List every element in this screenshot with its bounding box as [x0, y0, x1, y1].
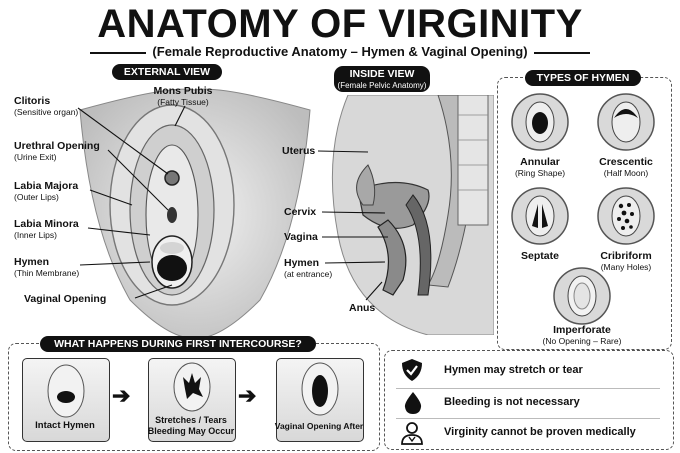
label-vagina: Vagina: [284, 231, 318, 243]
inside-illustration: [318, 95, 494, 335]
external-view-heading: EXTERNAL VIEW: [112, 64, 222, 80]
hymen-crescentic-label: Crescentic(Half Moon): [599, 156, 653, 178]
external-leader-lines: [77, 105, 186, 299]
subtitle-row: (Female Reproductive Anatomy – Hymen & V…: [90, 44, 590, 60]
label-labia-minora: Labia Minora(Inner Lips): [14, 218, 79, 240]
fact-virginity-proof: Virginity cannot be proven medically: [444, 426, 636, 438]
label-anus: Anus: [349, 302, 376, 314]
fact-divider: [396, 388, 660, 389]
hymen-annular-label: Annular(Ring Shape): [514, 156, 566, 178]
page-title: ANATOMY OF VIRGINITY: [97, 2, 583, 46]
inside-leader-lines: [317, 150, 388, 301]
hymen-cribriform-image: [596, 186, 656, 246]
vaginal-opening-after-caption: Vaginal Opening After: [274, 421, 364, 431]
facts-panel: [384, 350, 674, 450]
stretches-tears-card: [148, 358, 236, 442]
arrow-right-icon: ➔: [238, 383, 257, 408]
hymen-septate-label: Septate: [521, 250, 559, 262]
shield-check-icon: [400, 358, 424, 382]
doctor-icon: [400, 421, 424, 445]
inside-view-heading: INSIDE VIEW (Female Pelvic Anatomy): [334, 66, 430, 92]
fact-bleeding: Bleeding is not necessary: [444, 396, 580, 408]
fact-divider: [396, 418, 660, 419]
hymen-crescentic-image: [596, 92, 656, 152]
external-illustration: [60, 70, 330, 340]
drop-icon: [402, 391, 424, 415]
hymen-septate-image: [510, 186, 570, 246]
hymen-annular-image: [510, 92, 570, 152]
intact-hymen-caption: Intact Hymen: [35, 420, 95, 431]
hymen-imperforate-label: Imperforate(No Opening – Rare): [542, 324, 622, 346]
page-subtitle: (Female Reproductive Anatomy – Hymen & V…: [146, 44, 534, 59]
hymen-imperforate-image: [552, 266, 612, 326]
label-clitoris: Clitoris(Sensitive organ): [14, 95, 79, 117]
intact-hymen-card: [22, 358, 110, 442]
intercourse-heading: WHAT HAPPENS DURING FIRST INTERCOURSE?: [40, 336, 316, 352]
label-uterus: Uterus: [282, 145, 316, 157]
label-mons-pubis: Mons Pubis (Fatty Tissue): [153, 85, 213, 107]
label-hymen-inside: Hymen(at entrance): [284, 257, 333, 279]
fact-hymen-stretch: Hymen may stretch or tear: [444, 364, 583, 376]
stretches-tears-caption: Stretches / Tears Bleeding May Occur: [147, 415, 235, 436]
hymen-cribriform-label: Cribriform(Many Holes): [600, 250, 652, 272]
label-vaginal-opening: Vaginal Opening: [24, 293, 107, 305]
label-hymen-external: Hymen(Thin Membrane): [14, 256, 80, 278]
label-cervix: Cervix: [284, 206, 317, 218]
label-urethral-opening: Urethral Opening(Urine Exit): [14, 140, 100, 162]
vaginal-opening-after-card: [276, 358, 364, 442]
types-heading: TYPES OF HYMEN: [525, 70, 641, 86]
arrow-right-icon: ➔: [112, 383, 131, 408]
label-labia-majora: Labia Majora(Outer Lips): [14, 180, 79, 202]
